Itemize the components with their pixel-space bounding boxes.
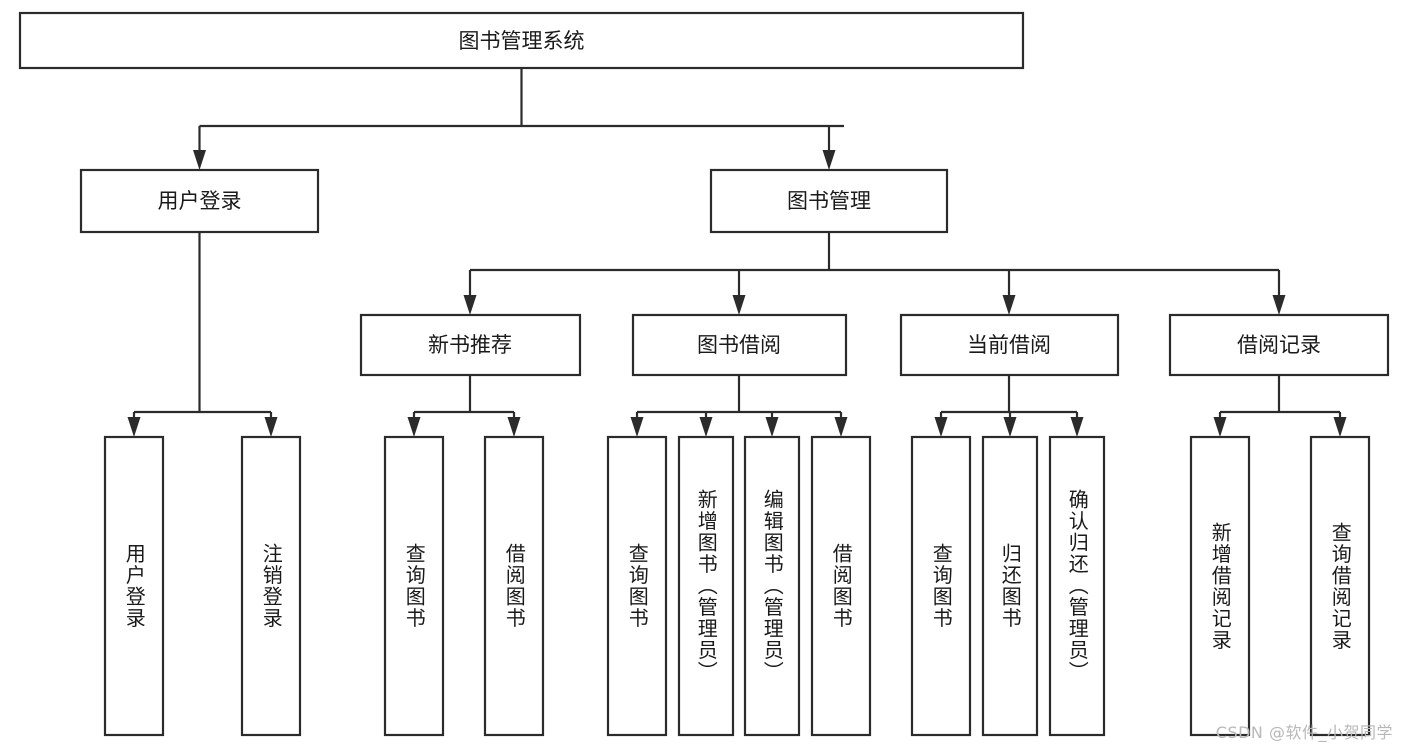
- watermark: CSDN @软件_小贺同学: [1215, 723, 1393, 742]
- arrowhead-leaf-1: [264, 417, 278, 437]
- connectors-book-mgmt-to-level3: [463, 232, 1286, 315]
- node-borrow-records[interactable]: 借阅记录: [1168, 313, 1390, 377]
- node-root-box[interactable]: [18, 11, 1025, 70]
- node-book-management[interactable]: 图书管理: [709, 168, 949, 234]
- connectors-user-login-to-leaves: [127, 232, 278, 437]
- leaf-box-7[interactable]: [810, 435, 872, 737]
- connectors-records-to-leaves: [1213, 375, 1347, 437]
- node-user-login[interactable]: 用户登录: [79, 168, 320, 234]
- node-book-management-label: 图书管理: [787, 189, 871, 213]
- node-new-book-recommend-box[interactable]: [359, 313, 582, 377]
- leaf-box-1[interactable]: [240, 435, 302, 737]
- arrowhead-leaf-10: [1070, 417, 1084, 437]
- node-current-borrow-label: 当前借阅: [967, 333, 1051, 357]
- node-user-login-label: 用户登录: [158, 189, 242, 213]
- node-current-borrow-box[interactable]: [899, 313, 1120, 377]
- connectors-new-books-to-leaves: [407, 375, 521, 437]
- arrowhead-user-login: [193, 150, 206, 170]
- node-book-borrow[interactable]: 图书借阅: [631, 313, 848, 377]
- arrowhead-book-mgmt: [822, 150, 836, 170]
- leaf-box-4[interactable]: [606, 435, 668, 737]
- node-new-book-recommend[interactable]: 新书推荐: [359, 313, 582, 377]
- connectors-root-to-level2: [193, 68, 844, 170]
- node-book-borrow-box[interactable]: [631, 313, 848, 377]
- node-root-label: 图书管理系统: [459, 29, 585, 53]
- arrowhead-leaf-6: [765, 417, 779, 437]
- leaf-boxes: [103, 435, 1371, 737]
- arrowhead-leaf-0: [127, 417, 141, 437]
- node-book-borrow-label: 图书借阅: [697, 333, 781, 357]
- connectors-borrow-to-leaves: [630, 375, 848, 437]
- leaf-box-11[interactable]: [1189, 435, 1251, 737]
- leaf-box-10[interactable]: [1048, 435, 1106, 737]
- leaf-box-8[interactable]: [910, 435, 972, 737]
- arrowhead-borrow: [732, 295, 746, 315]
- leaf-box-5[interactable]: [677, 435, 735, 737]
- arrowhead-leaf-3: [507, 417, 521, 437]
- arrowhead-current: [1002, 295, 1016, 315]
- node-borrow-records-box[interactable]: [1168, 313, 1390, 377]
- arrowhead-leaf-8: [934, 417, 948, 437]
- connectors-current-to-leaves: [934, 375, 1084, 437]
- arrowhead-new-books: [463, 295, 477, 315]
- node-new-book-recommend-label: 新书推荐: [428, 333, 512, 357]
- leaf-box-6[interactable]: [743, 435, 801, 737]
- leaf-box-9[interactable]: [981, 435, 1039, 737]
- arrowhead-records: [1272, 295, 1286, 315]
- node-user-login-box[interactable]: [79, 168, 320, 234]
- node-root[interactable]: 图书管理系统: [18, 11, 1025, 70]
- arrowhead-leaf-9: [1003, 417, 1017, 437]
- leaf-box-0[interactable]: [103, 435, 165, 737]
- leaf-box-12[interactable]: [1309, 435, 1371, 737]
- node-current-borrow[interactable]: 当前借阅: [899, 313, 1120, 377]
- node-borrow-records-label: 借阅记录: [1237, 333, 1321, 357]
- leaf-box-3[interactable]: [483, 435, 545, 737]
- arrowhead-leaf-5: [699, 417, 713, 437]
- arrowhead-leaf-11: [1213, 417, 1227, 437]
- arrowhead-leaf-12: [1333, 417, 1347, 437]
- leaf-box-2[interactable]: [383, 435, 445, 737]
- arrowhead-leaf-4: [630, 417, 644, 437]
- node-book-management-box[interactable]: [709, 168, 949, 234]
- arrowhead-leaf-7: [834, 417, 848, 437]
- arrowhead-leaf-2: [407, 417, 421, 437]
